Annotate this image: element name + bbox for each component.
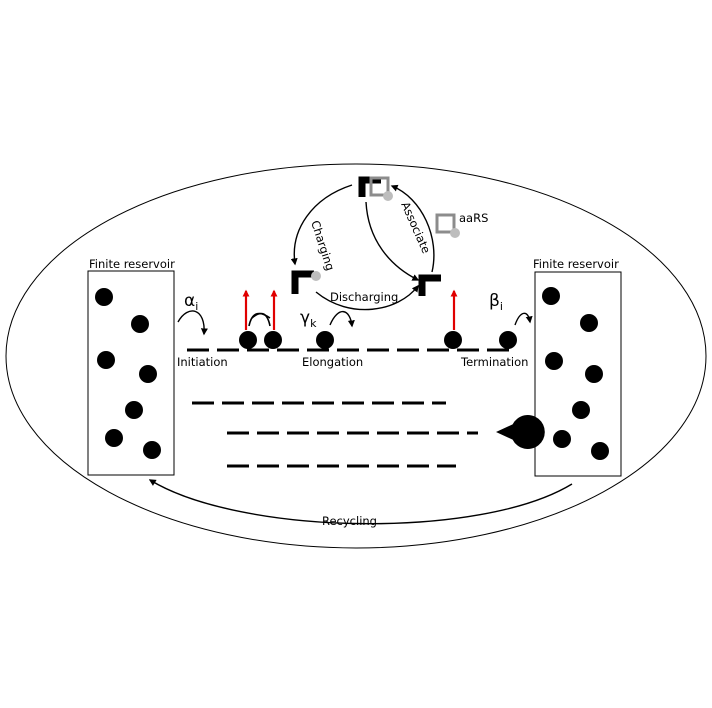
charging-arrow bbox=[290, 184, 353, 266]
amino-acid-icon bbox=[450, 228, 460, 238]
elongation-rate-arrow bbox=[329, 310, 355, 328]
ribosome-icon bbox=[499, 331, 517, 349]
pacman-icon bbox=[496, 415, 545, 450]
discharging-arrow bbox=[315, 284, 419, 311]
ribosome-icon bbox=[131, 315, 149, 333]
charging-label: Charging bbox=[308, 219, 337, 273]
ribosome-icon bbox=[585, 365, 603, 383]
cell-outline bbox=[5, 163, 707, 549]
gamma-rate-label: γk bbox=[300, 308, 317, 330]
blocked-hop-icon bbox=[248, 312, 271, 327]
reservoir-right: Finite reservoir bbox=[533, 257, 622, 477]
ribosome-icon bbox=[95, 288, 113, 306]
ribosome-icon bbox=[125, 401, 143, 419]
beta-rate-label: βi bbox=[489, 291, 503, 313]
ribosome-icon bbox=[143, 441, 161, 459]
aars-free: aaRS bbox=[435, 211, 488, 238]
ribosome-icon bbox=[264, 331, 282, 349]
ribosome-icon bbox=[542, 287, 560, 305]
internal-arrow bbox=[365, 201, 420, 281]
ribosome-icon bbox=[97, 351, 115, 369]
trna-charged bbox=[291, 270, 321, 294]
trna-icon bbox=[291, 270, 314, 294]
ribosome-icon bbox=[580, 314, 598, 332]
trna-uncharged bbox=[418, 274, 441, 296]
associate-arrow bbox=[390, 184, 435, 273]
termination-label: Termination bbox=[460, 355, 528, 369]
amino-acid-icon bbox=[311, 271, 321, 281]
ribosome-icon bbox=[139, 365, 157, 383]
termination-rate-arrow bbox=[514, 312, 533, 326]
ribosome-icon bbox=[572, 401, 590, 419]
ribosome-icon bbox=[444, 331, 462, 349]
elongation-label: Elongation bbox=[302, 355, 363, 369]
ribosome-icon bbox=[105, 429, 123, 447]
amino-acid-icon bbox=[383, 191, 393, 201]
ribosome-icon bbox=[545, 352, 563, 370]
ribosome-icon bbox=[316, 331, 334, 349]
reservoir-left-label: Finite reservoir bbox=[89, 257, 175, 271]
aars-label: aaRS bbox=[459, 211, 488, 225]
associate-label: Associate bbox=[398, 200, 433, 256]
alpha-rate-label: αi bbox=[184, 291, 198, 313]
aars-icon bbox=[435, 213, 456, 234]
aars-icon bbox=[369, 176, 390, 197]
reservoir-left: Finite reservoir bbox=[87, 257, 175, 476]
ribosome-icon bbox=[239, 331, 257, 349]
discharging-label: Discharging bbox=[330, 290, 398, 304]
initiation-rate-arrow bbox=[177, 310, 208, 336]
ribosome-icon bbox=[553, 430, 571, 448]
recycling-label: Recycling bbox=[322, 514, 377, 528]
trna-icon bbox=[358, 176, 381, 197]
initiation-label: Initiation bbox=[177, 355, 228, 369]
trna-icon bbox=[418, 274, 441, 296]
reservoir-right-label: Finite reservoir bbox=[533, 257, 619, 271]
trna-charged-with-aars bbox=[358, 176, 393, 201]
recycling-arrow bbox=[148, 479, 573, 525]
ribosome-icon bbox=[591, 442, 609, 460]
